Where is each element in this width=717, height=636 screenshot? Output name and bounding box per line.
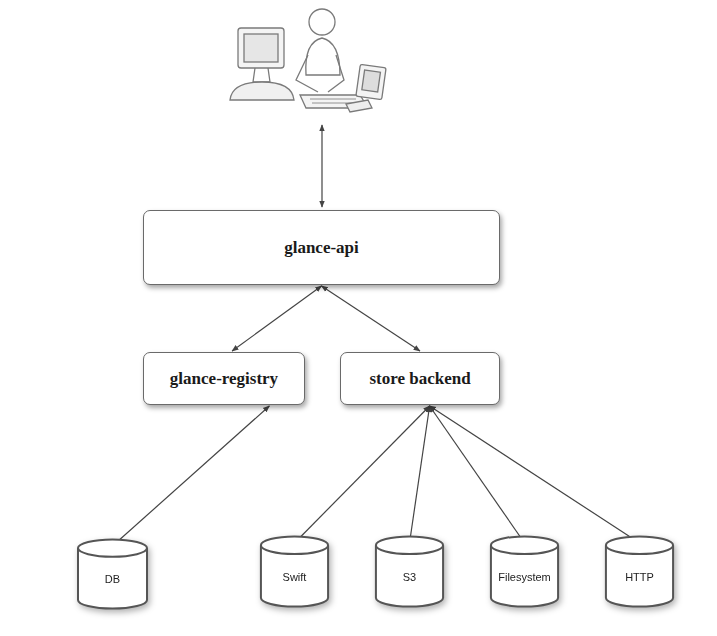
node-label: store backend [369, 369, 470, 389]
node-label: DB [105, 573, 120, 585]
person-at-desk [230, 9, 386, 112]
process-box: glance-registry [143, 352, 305, 405]
storage-cylinder: DB [75, 538, 150, 610]
storage-cylinder: Swift [258, 535, 331, 608]
user-arrow [321, 125, 322, 207]
storage-cylinder: S3 [373, 535, 446, 608]
node-label: S3 [403, 571, 416, 583]
connector-arrow [322, 286, 421, 351]
process-box: store backend [340, 352, 500, 405]
storage-cylinder: HTTP [603, 535, 676, 608]
node-label: HTTP [625, 571, 654, 583]
connector-arrow [295, 406, 430, 543]
node-label: Swift [283, 571, 307, 583]
node-label: glance-api [284, 238, 359, 258]
node-label: glance-registry [170, 369, 278, 389]
process-box: glance-api [143, 210, 500, 285]
connector-arrow [113, 406, 270, 546]
connector-arrow [430, 406, 640, 543]
storage-cylinder: Filesystem [488, 535, 561, 608]
connector-arrow [410, 406, 430, 543]
node-label: Filesystem [498, 571, 551, 583]
connector-arrow [232, 286, 321, 351]
connector-arrow [430, 406, 525, 543]
